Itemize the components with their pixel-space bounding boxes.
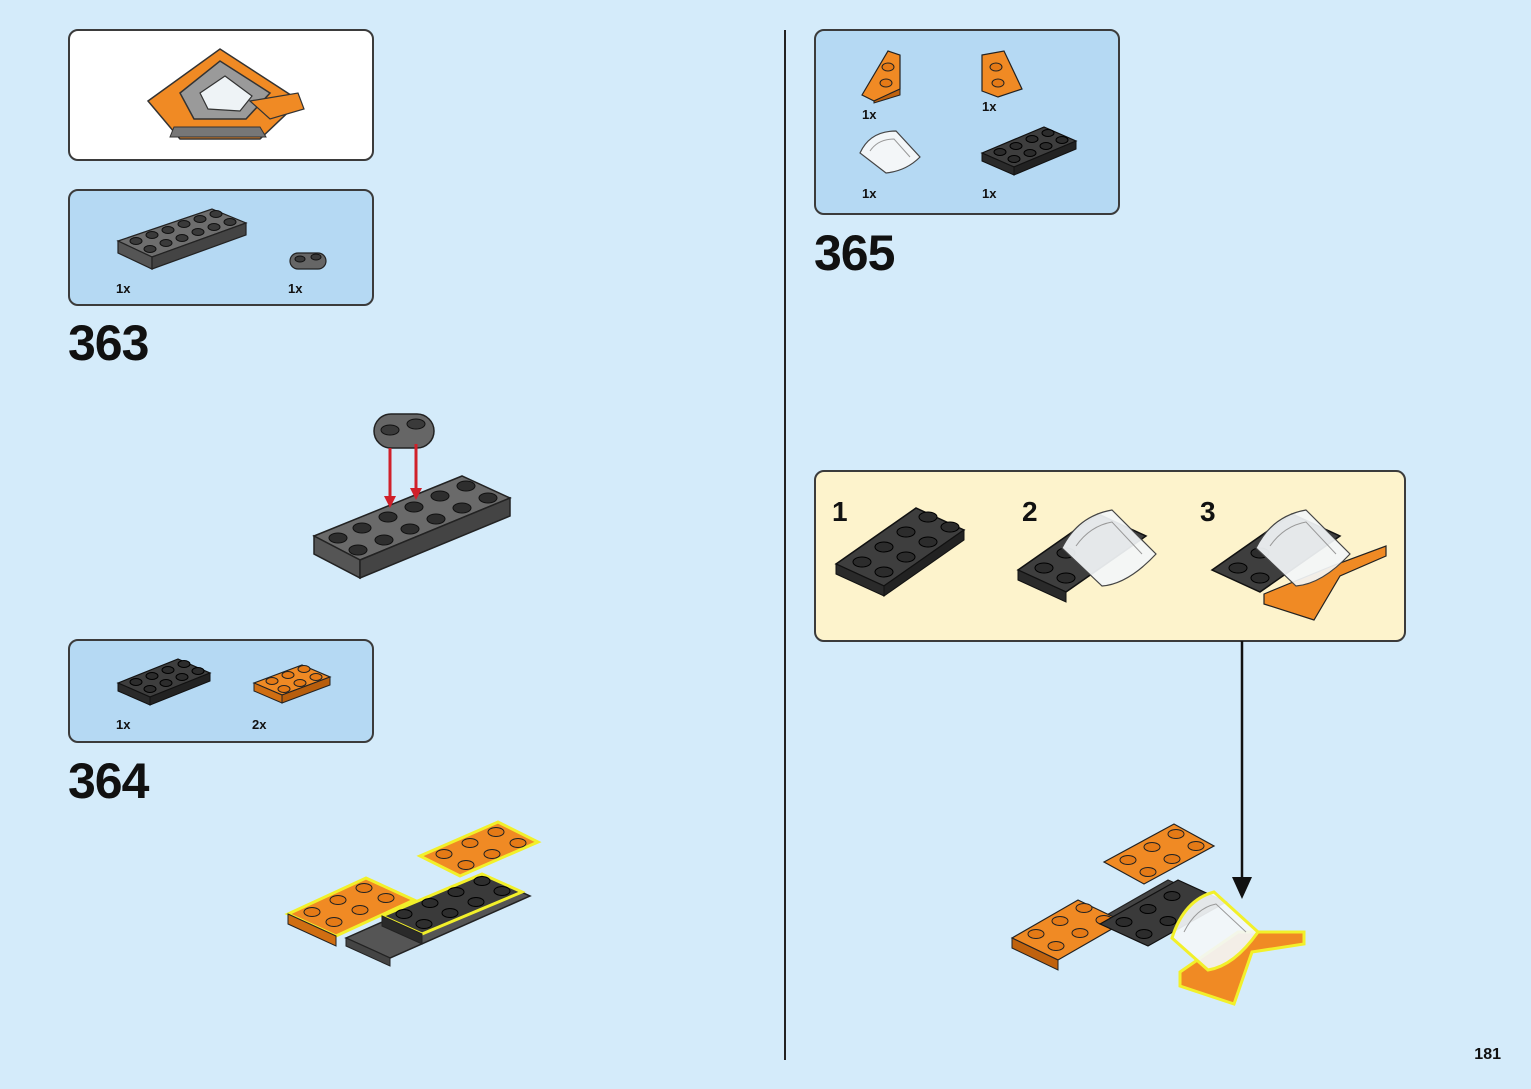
step-number: 363 (68, 315, 149, 371)
part-qty: 1x (982, 99, 997, 114)
part-qty: 1x (116, 281, 131, 296)
substep-1-image (834, 507, 966, 597)
step-364-parts-box: 1x 2x (68, 639, 374, 743)
part-qty: 2x (252, 717, 267, 732)
step-number: 365 (814, 225, 895, 281)
step-number: 364 (68, 753, 149, 809)
orange-wedge-plate-right-icon (981, 50, 1023, 98)
sub-assembly-box: 1 2 3 (814, 470, 1406, 642)
model-preview-box (68, 29, 374, 161)
step-363-assembly (312, 413, 512, 580)
part-qty: 1x (862, 107, 877, 122)
orange-plate-2x3-icon (252, 664, 332, 704)
step-364-assembly (284, 820, 542, 967)
page-number: 181 (1474, 1046, 1501, 1063)
step-363-parts-box: 1x 1x (68, 189, 374, 306)
step-365-assembly (1010, 823, 1306, 1006)
black-plate-2x4-icon (980, 126, 1078, 176)
substep-number: 1 (832, 496, 848, 527)
part-qty: 1x (982, 186, 997, 201)
substep-3-image (1210, 509, 1387, 621)
dark-gray-plate-1x2-rounded-icon (289, 252, 327, 270)
dark-gray-plate-2x6-icon (116, 208, 248, 270)
black-plate-2x4-icon (116, 658, 212, 706)
jet-preview-icon (146, 48, 305, 140)
step-365-parts-box: 1x 1x 1x 1x (814, 29, 1120, 215)
substep-2-image (1016, 509, 1157, 603)
substep-number: 3 (1200, 496, 1216, 527)
page-divider (784, 30, 786, 1060)
clear-windscreen-icon (859, 130, 921, 174)
part-qty: 1x (116, 717, 131, 732)
orange-wedge-plate-left-icon (861, 50, 901, 104)
substep-number: 2 (1022, 496, 1038, 527)
attach-arrow (1232, 641, 1252, 899)
part-qty: 1x (862, 186, 877, 201)
part-qty: 1x (288, 281, 303, 296)
